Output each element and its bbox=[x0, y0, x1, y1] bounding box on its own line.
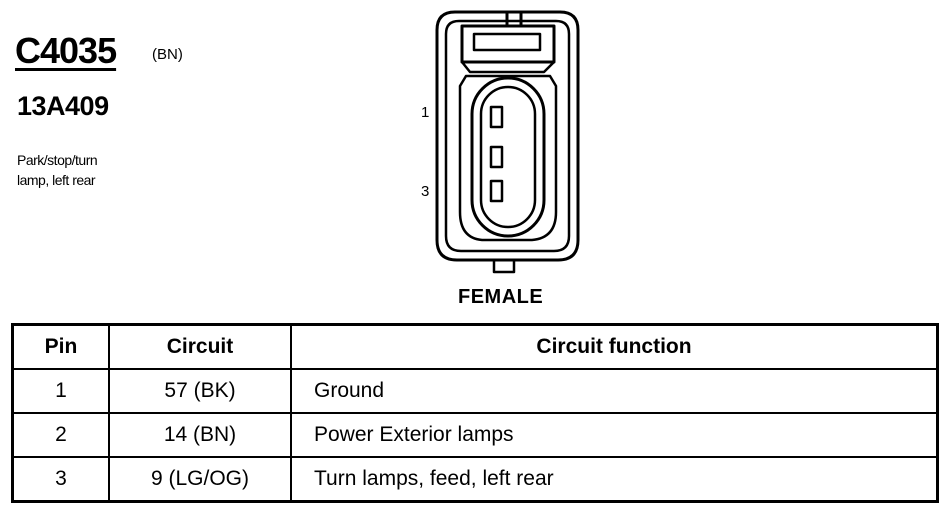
description-line: lamp, left rear bbox=[17, 172, 96, 188]
part-number: 13A409 bbox=[17, 91, 109, 121]
cell-circuit: 9 (LG/OG) bbox=[108, 456, 292, 503]
housing-tab bbox=[492, 258, 516, 274]
cell-pin: 2 bbox=[11, 412, 110, 458]
table-row: 3 9 (LG/OG) Turn lamps, feed, left rear bbox=[11, 456, 939, 503]
cell-circuit: 57 (BK) bbox=[108, 368, 292, 414]
connector-id: C4035 bbox=[15, 30, 117, 71]
pin-label-1: 1 bbox=[421, 104, 430, 121]
connector-description: Park/stop/turn lamp, left rear bbox=[17, 150, 98, 190]
terminal-tower-inner bbox=[479, 85, 537, 229]
cell-circuit: 14 (BN) bbox=[108, 412, 292, 458]
latch-bar bbox=[472, 32, 542, 52]
connector-gender-label: FEMALE bbox=[458, 286, 544, 308]
latch-shoulder bbox=[461, 61, 555, 74]
table-row: 1 57 (BK) Ground bbox=[11, 368, 939, 414]
terminal-cavity bbox=[489, 145, 504, 169]
terminal-cavity bbox=[489, 179, 504, 203]
housing-inner-outline bbox=[444, 19, 571, 253]
connector-face-diagram bbox=[435, 10, 580, 274]
cell-pin: 3 bbox=[11, 456, 110, 503]
description-line: Park/stop/turn bbox=[17, 152, 98, 168]
terminal-cavity bbox=[489, 105, 504, 129]
header-pin: Pin bbox=[11, 323, 110, 370]
header-circuit-function: Circuit function bbox=[290, 323, 939, 370]
table-row: 2 14 (BN) Power Exterior lamps bbox=[11, 412, 939, 458]
terminal-tower-outer bbox=[470, 76, 546, 238]
pin-table: Pin Circuit Circuit function 1 57 (BK) G… bbox=[11, 323, 939, 503]
cell-function: Power Exterior lamps bbox=[290, 412, 939, 458]
housing-outline bbox=[435, 10, 580, 262]
cavity-outline bbox=[458, 74, 558, 242]
pin-label-3: 3 bbox=[421, 183, 430, 200]
table-header-row: Pin Circuit Circuit function bbox=[11, 323, 939, 370]
cell-pin: 1 bbox=[11, 368, 110, 414]
header-circuit: Circuit bbox=[108, 323, 292, 370]
cell-function: Turn lamps, feed, left rear bbox=[290, 456, 939, 503]
connector-color-code: (BN) bbox=[152, 46, 183, 63]
cell-function: Ground bbox=[290, 368, 939, 414]
